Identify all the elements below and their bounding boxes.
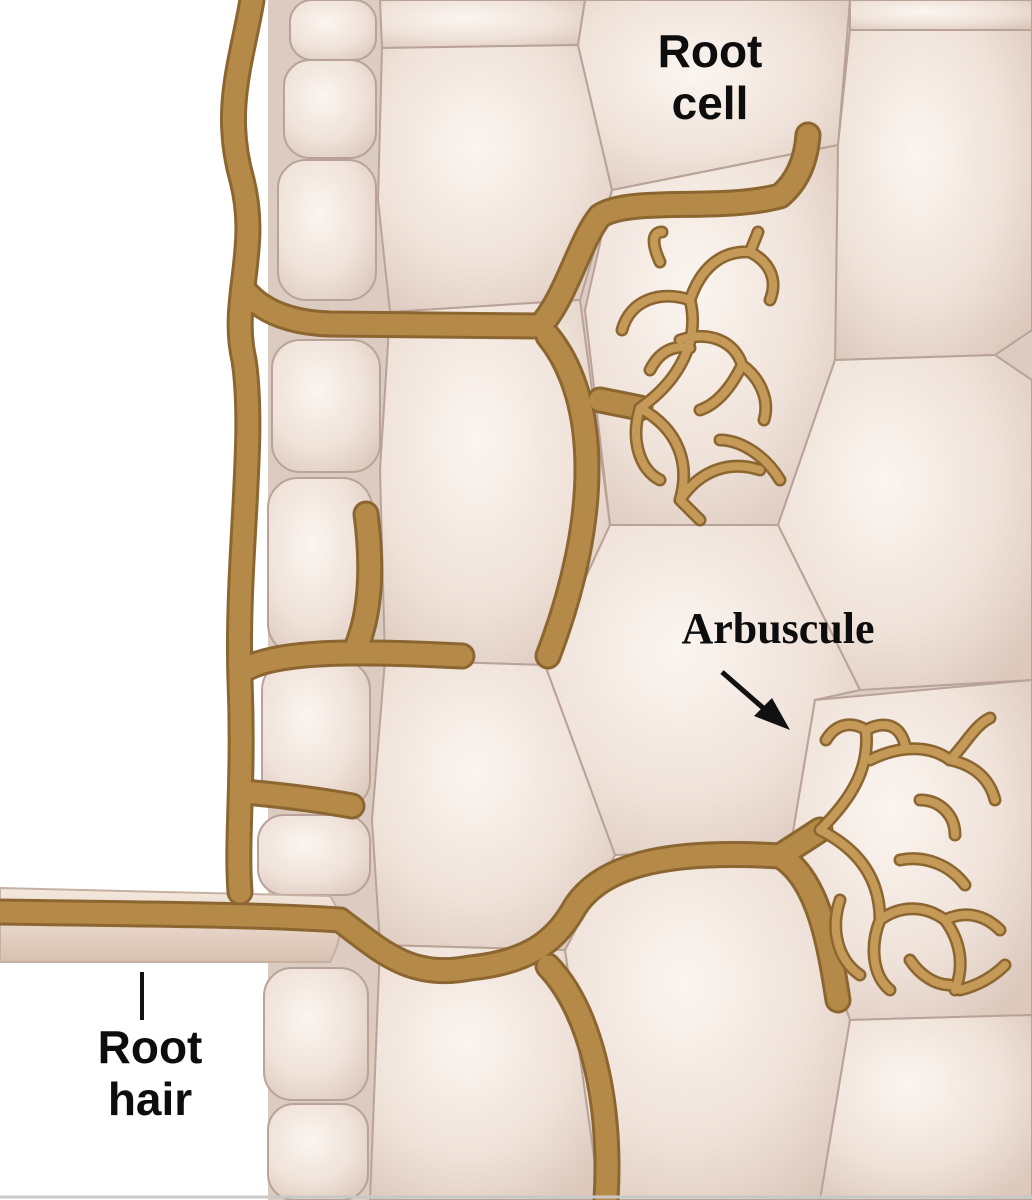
root-hair-label-line1: Root [97,1021,203,1073]
root-cell-label-line2: cell [671,76,749,129]
epidermal-cell [263,967,369,1101]
epidermal-cell [271,339,381,473]
root-cell-label: Root cell [630,25,790,129]
epidermal-cell [257,814,371,896]
arbuscule-label: Arbuscule [681,604,875,653]
arbuscule-arrow-head [754,698,790,730]
label-leaders [140,670,790,1020]
root-cell [833,29,1032,362]
fungal-hyphae [0,0,852,1200]
epidermal-cell [267,1103,369,1200]
epidermal-cell [289,0,377,61]
arbuscule-lower [813,711,1012,997]
root-cell [849,0,1032,31]
epidermal-cell [277,159,377,301]
arbuscule-arrow-shaft [720,670,772,716]
root-cell [818,1013,1032,1200]
root-hair-label-line2: hair [107,1072,193,1125]
root-cell-label-line1: Root [657,25,763,77]
root-cell [378,0,587,50]
arbuscule-upper [615,225,787,527]
root-hair-label: Root hair [70,1021,230,1125]
epidermal-cell [283,59,377,159]
